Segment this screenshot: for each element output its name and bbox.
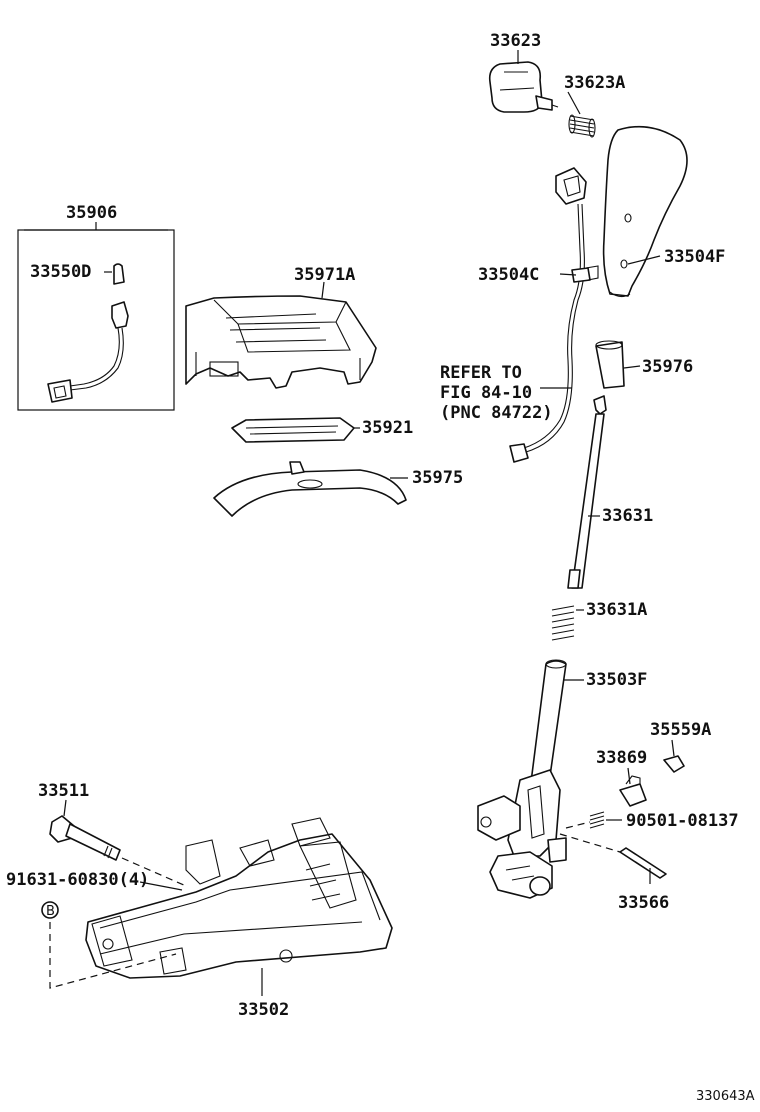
label-33502: 33502	[238, 1000, 289, 1020]
leader-35971A	[321, 281, 325, 299]
leader-35559A	[671, 739, 675, 757]
label-35971A: 35971A	[294, 265, 355, 285]
leader-91631	[139, 881, 183, 891]
knob-adapter-part	[595, 340, 625, 389]
label-33623A: 33623A	[564, 73, 625, 93]
label-33503F: 33503F	[586, 670, 647, 690]
leader-33504C	[559, 273, 577, 276]
circle-b-marker	[41, 901, 59, 919]
indicator-cover-part	[213, 461, 407, 517]
label-refer-line2: FIG 84-10	[440, 383, 532, 403]
label-circle-b: B	[46, 904, 55, 919]
label-33504F: 33504F	[664, 247, 725, 267]
label-refer-line1: REFER TO	[440, 363, 522, 383]
label-33631A: 33631A	[586, 600, 647, 620]
label-33550D: 33550D	[30, 262, 91, 282]
label-33504C: 33504C	[478, 265, 539, 285]
sub-assembly-box	[17, 229, 175, 411]
leader-33623A	[567, 91, 581, 115]
bolt-33511-part	[49, 815, 121, 861]
shift-knob-button-part	[488, 61, 559, 113]
label-33869: 33869	[596, 748, 647, 768]
block-33869-part	[619, 775, 647, 807]
base-bracket-part	[85, 817, 393, 979]
label-refer-line3: (PNC 84722)	[440, 403, 553, 423]
drawing-id: 330643A	[696, 1089, 755, 1104]
spring-33623A-part	[568, 114, 596, 138]
bulb-socket-wire-part	[47, 263, 129, 403]
indicator-plate-part	[231, 417, 355, 443]
clip-35559A-part	[663, 755, 685, 773]
leader-33511	[63, 799, 67, 817]
label-33511: 33511	[38, 781, 89, 801]
label-35976: 35976	[642, 357, 693, 377]
leader-35976	[623, 365, 641, 369]
position-indicator-housing-part	[185, 295, 377, 389]
spring-90501-part	[589, 811, 605, 829]
spring-33631A-part	[551, 605, 575, 641]
label-33566: 33566	[618, 893, 669, 913]
label-91631: 91631-60830(4)	[6, 870, 149, 890]
push-rod-part	[567, 395, 607, 589]
label-35975: 35975	[412, 468, 463, 488]
leader-33504F	[627, 255, 661, 265]
label-35559A: 35559A	[650, 720, 711, 740]
pin-33566-part	[619, 847, 667, 879]
dash-91631	[49, 922, 177, 989]
dash-33566	[559, 833, 621, 853]
shift-knob-part	[602, 125, 688, 298]
label-35906: 35906	[66, 203, 117, 223]
shift-lever-part	[477, 659, 567, 899]
dash-90501	[565, 821, 591, 829]
label-90501: 90501-08137	[626, 811, 739, 831]
label-33631: 33631	[602, 506, 653, 526]
od-switch-wire-part	[509, 167, 599, 463]
leader-33869	[627, 767, 631, 785]
label-35921: 35921	[362, 418, 413, 438]
label-33623: 33623	[490, 31, 541, 51]
